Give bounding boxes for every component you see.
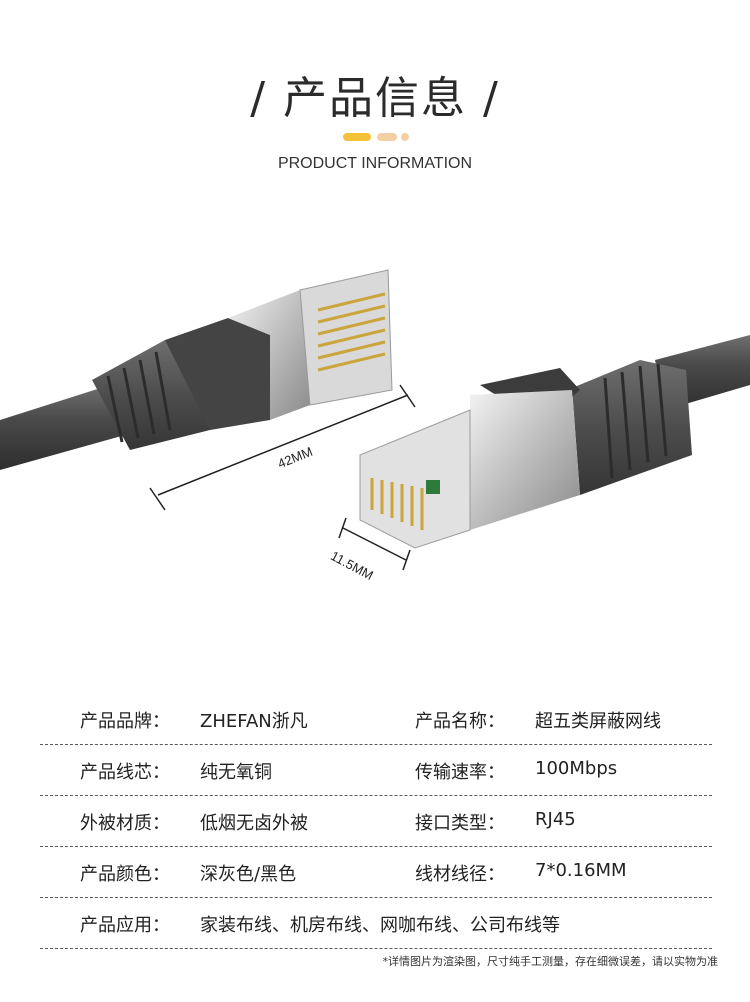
spec-key: 线材线径： [415,864,505,885]
disclaimer-footnote: *详情图片为渲染图，尺寸纯手工测量，存在细微误差，请以实物为准 [382,955,719,968]
page-subtitle: PRODUCT INFORMATION [277,155,473,172]
accent-dot-3 [401,133,409,141]
spec-key: 传输速率： [415,762,505,783]
spec-value: 超五类屏蔽网线 [535,711,661,732]
spec-value: 家装布线、机房布线、网咖布线、公司布线等 [200,915,560,936]
spec-value: 100Mbps [535,758,618,779]
spec-value: 纯无氧铜 [200,762,272,783]
page-title: / 产品信息 / [250,73,500,124]
spec-row: 产品品牌： ZHEFAN浙凡 产品名称： 超五类屏蔽网线 [40,694,712,745]
spec-key: 产品应用： [80,915,170,936]
spec-key: 外被材质： [80,813,170,834]
spec-value: RJ45 [535,809,576,830]
spec-value: 深灰色/黑色 [200,864,297,885]
spec-value: ZHEFAN浙凡 [200,711,308,732]
spec-table: 产品品牌： ZHEFAN浙凡 产品名称： 超五类屏蔽网线 产品线芯： 纯无氧铜 … [40,694,712,949]
spec-key: 产品品牌： [80,711,170,732]
spec-key: 产品颜色： [80,864,170,885]
spec-key: 产品名称： [415,711,505,732]
spec-row: 产品应用： 家装布线、机房布线、网咖布线、公司布线等 [40,898,712,949]
rj45-connector-right [359,335,750,549]
rj45-connector-left [0,269,393,470]
spec-row: 产品线芯： 纯无氧铜 传输速率： 100Mbps [40,745,712,796]
rj45-cable-illustration [0,269,750,571]
spec-row: 外被材质： 低烟无卤外被 接口类型： RJ45 [40,796,712,847]
spec-value: 7*0.16MM [535,860,627,881]
spec-row: 产品颜色： 深灰色/黑色 线材线径： 7*0.16MM [40,847,712,898]
spec-key: 接口类型： [415,813,505,834]
dimension-lines [149,384,416,571]
spec-value: 低烟无卤外被 [200,813,308,834]
accent-dot-1 [343,133,371,141]
accent-dot-2 [377,133,397,141]
spec-key: 产品线芯： [80,762,170,783]
